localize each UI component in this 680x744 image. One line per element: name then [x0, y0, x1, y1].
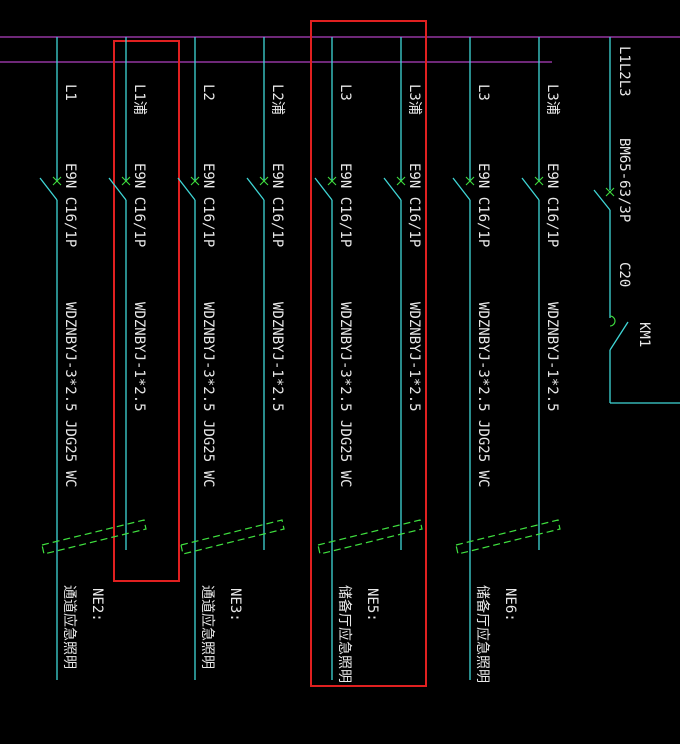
- breaker-switch-blade: [452, 177, 471, 201]
- highlight-box-middle: [310, 20, 427, 687]
- phase-label: L3: [475, 84, 491, 101]
- node-desc-label: 通道应急照明: [61, 585, 78, 669]
- node-id-label: NE5:: [364, 588, 380, 622]
- breaker-label: E9N C16/1P: [475, 163, 491, 247]
- breaker-switch-blade: [108, 177, 127, 201]
- main-rating-label: C20: [616, 262, 632, 287]
- cable-label: WDZNBYJ-1*2.5: [269, 302, 285, 412]
- node-desc-label: 储备厅应急照明: [336, 585, 353, 683]
- breaker-switch-blade: [521, 177, 540, 201]
- cable-marker: [455, 519, 561, 555]
- breaker-switch-blade: [383, 177, 402, 201]
- main-phase-label: L1L2L3: [616, 46, 632, 97]
- breaker-label: E9N C16/1P: [62, 163, 78, 247]
- highlight-box-left: [113, 40, 180, 582]
- node-desc-label: 通道应急照明: [199, 585, 216, 669]
- breaker-label: E9N C16/1P: [337, 163, 353, 247]
- phase-label: L2: [200, 84, 216, 101]
- main-breaker-label: BM65-63/3P: [616, 138, 632, 222]
- breaker-cross-mark: [396, 176, 406, 186]
- breaker-label: E9N C16/1P: [544, 163, 560, 247]
- contactor-blade: [609, 321, 629, 351]
- cable-label: WDZNBYJ-1*2.5: [544, 302, 560, 412]
- phase-label: L2浦: [269, 84, 285, 115]
- cable-label: WDZNBYJ-1*2.5: [131, 302, 147, 412]
- cable-label: WDZNBYJ-3*2.5 JDG25 WC: [62, 302, 78, 487]
- main-breaker-blade: [593, 189, 611, 211]
- breaker-switch-blade: [177, 177, 196, 201]
- phase-label: L1浦: [131, 84, 147, 115]
- cable-label: WDZNBYJ-3*2.5 JDG25 WC: [475, 302, 491, 487]
- breaker-label: E9N C16/1P: [200, 163, 216, 247]
- node-id-label: NE2:: [89, 588, 105, 622]
- breaker-cross-mark: [465, 176, 475, 186]
- phase-label: L3浦: [544, 84, 560, 115]
- cable-label: WDZNBYJ-1*2.5: [406, 302, 422, 412]
- node-desc-label: 储备厅应急照明: [474, 585, 491, 683]
- breaker-cross-mark: [259, 176, 269, 186]
- main-breaker-cross: [605, 187, 615, 197]
- breaker-cross-mark: [534, 176, 544, 186]
- breaker-label: E9N C16/1P: [406, 163, 422, 247]
- breaker-label: E9N C16/1P: [131, 163, 147, 247]
- node-id-label: NE3:: [227, 588, 243, 622]
- cable-marker: [317, 519, 423, 555]
- breaker-cross-mark: [52, 176, 62, 186]
- breaker-switch-blade: [314, 177, 333, 201]
- phase-label: L1: [62, 84, 78, 101]
- phase-label: L3: [337, 84, 353, 101]
- breaker-label: E9N C16/1P: [269, 163, 285, 247]
- cable-marker: [180, 519, 285, 555]
- breaker-cross-mark: [121, 176, 131, 186]
- contactor-label: KM1: [636, 322, 652, 347]
- breaker-cross-mark: [190, 176, 200, 186]
- breaker-switch-blade: [246, 177, 265, 201]
- contactor-hook-icon: [609, 315, 616, 327]
- cable-label: WDZNBYJ-3*2.5 JDG25 WC: [337, 302, 353, 487]
- breaker-cross-mark: [327, 176, 337, 186]
- cable-marker: [41, 519, 147, 555]
- phase-label: L3浦: [406, 84, 422, 115]
- node-id-label: NE6:: [502, 588, 518, 622]
- cable-label: WDZNBYJ-3*2.5 JDG25 WC: [200, 302, 216, 487]
- breaker-switch-blade: [39, 177, 58, 201]
